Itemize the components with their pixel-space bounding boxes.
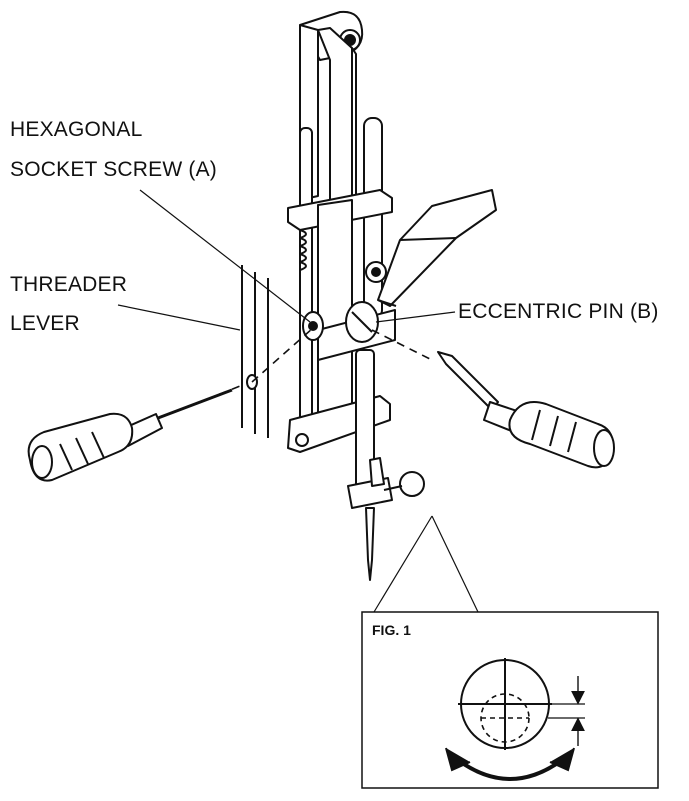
label-socket-screw-a: SOCKET SCREW (A) — [10, 158, 217, 181]
screwdriver-icon — [27, 388, 233, 482]
machine-arm — [377, 189, 497, 307]
fig1-inset — [361, 611, 659, 789]
needle-bar-frame — [287, 10, 425, 581]
leader-lines — [117, 189, 479, 613]
label-hexagonal: HEXAGONAL — [10, 118, 143, 141]
eccentric-pin-icon — [458, 658, 585, 750]
screwdriver-icon — [437, 351, 615, 469]
fig1-title: FIG. 1 — [372, 622, 411, 638]
label-threader: THREADER — [10, 273, 128, 296]
label-eccentric-pin-b: ECCENTRIC PIN (B) — [458, 300, 659, 323]
rotation-arrow-icon — [445, 747, 575, 781]
label-lever: LEVER — [10, 312, 80, 335]
threader-lever-plate — [241, 265, 269, 438]
